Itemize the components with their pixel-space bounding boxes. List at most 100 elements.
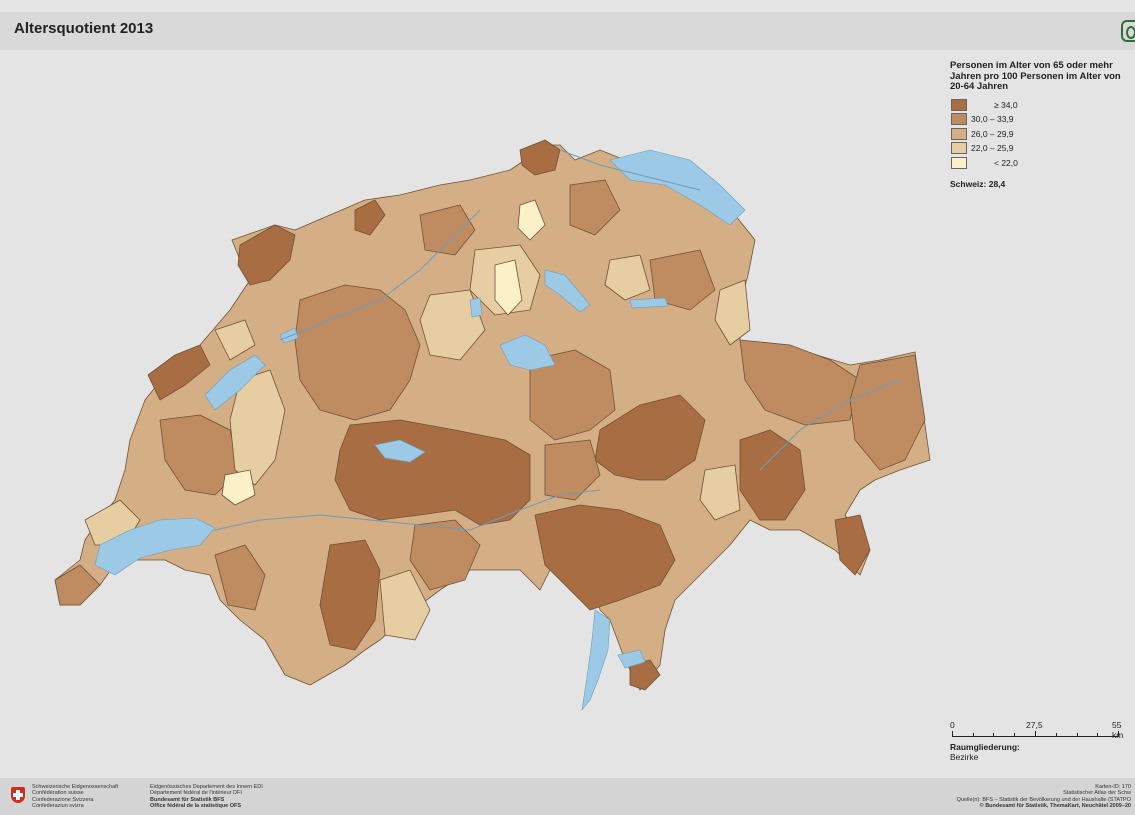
- lake-neuchatel: [204, 354, 266, 411]
- lake-geneva: [94, 517, 216, 576]
- spatial-units-title: Raumgliederung:: [950, 742, 1020, 752]
- lake-maggiore: [581, 609, 611, 712]
- district-lausanne-west: [221, 469, 256, 506]
- district-neuchatel: [147, 344, 211, 401]
- district-sarine: [214, 544, 266, 611]
- district-jura-south: [214, 319, 256, 361]
- river-rhine: [559, 149, 701, 191]
- district-east-2: [649, 249, 716, 311]
- district-graubuenden-south: [739, 429, 806, 521]
- footer-line: Statistischer Atlas der Schw: [1063, 790, 1131, 797]
- district-valais-west: [319, 539, 381, 651]
- map-title: Altersquotient 2013: [14, 20, 154, 37]
- legend-item: 26,0 – 29,9: [950, 127, 1135, 143]
- legend-title: Personen im Alter von 65 oder mehr Jahre…: [950, 60, 1121, 92]
- legend-item: ≥ 34,0: [950, 98, 1135, 114]
- footer-line: Quelle(n): BFS – Statistik der Bevölkeru…: [956, 796, 1131, 803]
- district-fribourg: [229, 369, 286, 486]
- district-geneva: [54, 564, 101, 606]
- district-aargau: [419, 204, 476, 256]
- legend-swatch: [951, 113, 967, 126]
- district-uri: [544, 439, 601, 501]
- footer-line: © Bundesamt für Statistik, ThemaKart, Ne…: [979, 803, 1131, 810]
- scale-tick: [1077, 733, 1078, 737]
- legend-items: ≥ 34,0 30,0 – 33,9 26,0 – 29,9 22,0 – 25…: [950, 98, 1135, 172]
- footer-line: Office fédéral de la statistique OFS: [150, 803, 242, 810]
- footer-line: Confédération suisse: [32, 790, 84, 797]
- footer-line: Confederaziun svizra: [32, 803, 84, 810]
- district-graubuenden-central: [594, 394, 706, 481]
- swiss-flag-icon: [11, 787, 25, 803]
- legend-swatch: [951, 142, 967, 155]
- lake-constance: [609, 149, 746, 226]
- district-zurich-city: [517, 199, 546, 241]
- district-valais-east: [534, 504, 676, 611]
- river-rhone: [214, 489, 601, 531]
- title-bar: Altersquotient 2013: [0, 12, 1135, 50]
- district-rheintal: [714, 279, 751, 346]
- footer-line: Eidgenössisches Departement des Innern E…: [150, 784, 263, 790]
- footer-line: Karten-ID: 170: [1095, 784, 1131, 790]
- legend-label: ≥ 34,0: [994, 99, 1018, 110]
- footer-line: Schweizerische Eidgenossenschaft: [32, 784, 119, 790]
- footer-line: Département fédéral de l'intérieur DFI: [150, 790, 242, 797]
- scale-bar: 0 27,5 55 km Raumgliederung: Bezirke: [950, 720, 1135, 780]
- scale-label-mid: 27,5: [1026, 720, 1043, 730]
- lake-lugano: [617, 649, 646, 669]
- scale-tick: [1118, 731, 1119, 737]
- lake-walensee: [629, 297, 669, 309]
- district-lucerne: [419, 289, 486, 361]
- legend-item: 30,0 – 33,9: [950, 113, 1135, 128]
- legend-swatch: [951, 127, 967, 140]
- footer-source: Karten-ID: 170 Statistischer Atlas der S…: [957, 784, 1131, 810]
- scale-label-start: 0: [950, 720, 955, 730]
- spatial-units-value: Bezirke: [950, 752, 979, 762]
- lake-lucerne: [499, 334, 556, 371]
- lake-sempach: [469, 297, 483, 318]
- river-inn: [759, 379, 901, 471]
- district-mittelland-2: [529, 349, 616, 441]
- district-poschiavo: [834, 514, 871, 576]
- legend-item: < 22,0: [950, 156, 1135, 172]
- district-ticino-north: [699, 464, 741, 521]
- legend: Personen im Alter von 65 oder mehr Jahre…: [950, 60, 1135, 190]
- scale-tick: [1014, 733, 1015, 737]
- legend-swatch: [951, 156, 967, 169]
- scale-label-end: 55 km: [1112, 720, 1124, 740]
- district-engadin: [849, 354, 926, 471]
- national-value: Schweiz: 28,4: [950, 179, 1006, 190]
- district-jura: [237, 224, 296, 286]
- legend-label: 30,0 – 33,9: [971, 114, 1014, 125]
- legend-label: 22,0 – 25,9: [971, 143, 1014, 154]
- district-thurgau: [569, 179, 621, 236]
- scale-tick: [1097, 733, 1098, 737]
- legend-label: 26,0 – 29,9: [971, 128, 1014, 139]
- footer: Schweizerische Eidgenossenschaft Confédé…: [0, 778, 1135, 815]
- footer-department: Eidgenössisches Departement des Innern E…: [150, 784, 263, 810]
- district-east-1: [739, 339, 861, 426]
- district-ticino-south: [629, 659, 661, 691]
- river-aare: [279, 209, 481, 341]
- switzerland-districts: [54, 139, 931, 691]
- lake-biel: [279, 327, 299, 344]
- legend-swatch: [951, 98, 967, 111]
- district-schaffhausen: [519, 139, 561, 176]
- scale-tick: [973, 733, 974, 737]
- footer-line: Bundesamt für Statistik BFS: [150, 796, 225, 803]
- scale-tick: [1056, 733, 1057, 737]
- scale-tick: [993, 733, 994, 737]
- lake-zurich: [544, 269, 591, 313]
- district-stgallen: [604, 254, 651, 301]
- footer-line: Confederazione Svizzera: [32, 796, 94, 803]
- scale-tick: [1035, 731, 1036, 737]
- footer-confederation: Schweizerische Eidgenossenschaft Confédé…: [32, 784, 118, 810]
- district-basel: [354, 199, 386, 236]
- district-mittelland-1: [294, 284, 421, 421]
- legend-label: < 22,0: [994, 157, 1018, 168]
- lake-thun: [374, 439, 426, 463]
- lakes: [94, 149, 746, 712]
- district-mittelland-3: [379, 569, 431, 641]
- district-valais-mid: [409, 519, 481, 591]
- rivers: [214, 149, 901, 531]
